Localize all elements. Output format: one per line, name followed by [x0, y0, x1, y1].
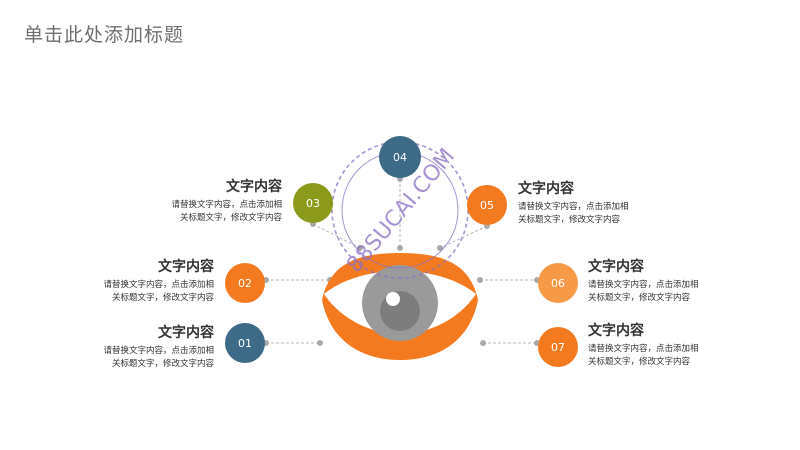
node-circle-06[interactable]: [538, 263, 578, 303]
eye-shape: [322, 253, 478, 360]
node-circles: 01 02 03 04 05 06 07: [225, 136, 578, 367]
node-number-04: 04: [393, 151, 407, 164]
connector-line-03: [312, 223, 361, 249]
block-heading-07[interactable]: 文字内容: [588, 323, 644, 339]
node-circle-07[interactable]: [538, 327, 578, 367]
block-heading-03[interactable]: 文字内容: [226, 179, 282, 195]
node-number-01: 01: [238, 337, 252, 350]
block-heading-01[interactable]: 文字内容: [158, 325, 214, 341]
node-circle-01[interactable]: [225, 323, 265, 363]
connector-dot-01-end: [317, 340, 323, 346]
node-circle-05[interactable]: [467, 185, 507, 225]
text-block-02: 文字内容请替换文字内容，点击添加相关标题文字，修改文字内容: [14, 258, 214, 305]
connector-dot-06-start: [477, 277, 483, 283]
node-number-02: 02: [238, 277, 252, 290]
node-circle-04[interactable]: [379, 136, 421, 178]
block-description-03[interactable]: 请替换文字内容，点击添加相关标题文字，修改文字内容: [171, 200, 282, 223]
text-block-06: 文字内容请替换文字内容，点击添加相关标题文字，修改文字内容: [588, 258, 778, 305]
eye-highlight: [386, 292, 400, 306]
connector-dot-03-end: [357, 245, 363, 251]
block-heading-05[interactable]: 文字内容: [518, 181, 574, 197]
block-description-01[interactable]: 请替换文字内容，点击添加相关标题文字，修改文字内容: [103, 346, 214, 369]
node-circle-02[interactable]: [225, 263, 265, 303]
node-number-06: 06: [551, 277, 565, 290]
node-number-05: 05: [480, 199, 494, 212]
eye-pupil: [380, 291, 420, 331]
connector-line-05: [439, 225, 488, 249]
text-block-03: 文字内容请替换文字内容，点击添加相关标题文字，修改文字内容: [82, 178, 282, 225]
text-block-01: 文字内容请替换文字内容，点击添加相关标题文字，修改文字内容: [14, 324, 214, 371]
connector-dot-07-start: [480, 340, 486, 346]
block-description-06[interactable]: 请替换文字内容，点击添加相关标题文字，修改文字内容: [588, 280, 699, 303]
block-description-07[interactable]: 请替换文字内容，点击添加相关标题文字，修改文字内容: [588, 344, 699, 367]
block-description-05[interactable]: 请替换文字内容，点击添加相关标题文字，修改文字内容: [518, 202, 629, 225]
slide-title[interactable]: 单击此处添加标题: [24, 24, 185, 46]
node-number-07: 07: [551, 341, 565, 354]
connector-dot-05-end: [437, 245, 443, 251]
text-block-05: 文字内容请替换文字内容，点击添加相关标题文字，修改文字内容: [518, 180, 708, 227]
connector-dot-04-end: [397, 245, 403, 251]
node-circle-03[interactable]: [293, 183, 333, 223]
block-heading-06[interactable]: 文字内容: [588, 259, 644, 275]
block-heading-02[interactable]: 文字内容: [158, 259, 214, 275]
block-description-02[interactable]: 请替换文字内容，点击添加相关标题文字，修改文字内容: [103, 280, 214, 303]
node-number-03: 03: [306, 197, 320, 210]
text-block-07: 文字内容请替换文字内容，点击添加相关标题文字，修改文字内容: [588, 322, 778, 369]
